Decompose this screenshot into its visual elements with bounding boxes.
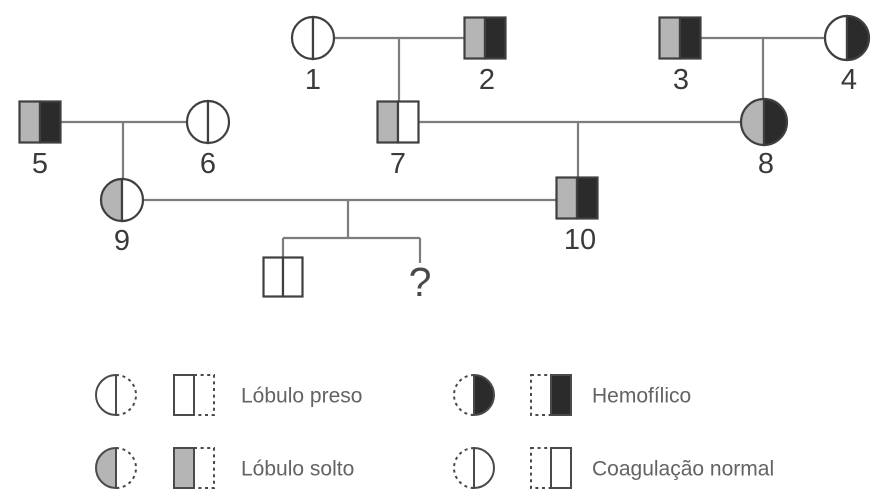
individual-4 (823, 14, 871, 62)
individual-1 (290, 15, 336, 61)
individual-number-3: 3 (673, 64, 689, 96)
individual-number-7: 7 (390, 148, 406, 180)
legend-item-hemofilico: Hemofílico (453, 373, 691, 417)
individual-6 (185, 99, 231, 145)
individual-2 (463, 16, 507, 60)
legend-label-coagulacao-normal: Coagulação normal (592, 458, 774, 481)
legend-item-lobulo-solto: Lóbulo solto (95, 446, 354, 490)
individual-number-2: 2 (479, 64, 495, 96)
individual-3 (658, 16, 702, 60)
individual-number-6: 6 (200, 148, 216, 180)
individual-number-9: 9 (114, 225, 130, 257)
legend-item-coagulacao-normal: Coagulação normal (453, 446, 774, 490)
legend-label-hemofilico: Hemofílico (592, 385, 691, 408)
legend-item-lobulo-preso: Lóbulo preso (95, 373, 362, 417)
legend-label-lobulo-solto: Lóbulo solto (241, 458, 354, 481)
legend-label-lobulo-preso: Lóbulo preso (241, 385, 362, 408)
individual-5 (18, 100, 62, 144)
unknown-offspring-marker: ? (409, 259, 432, 305)
individual-child (262, 256, 304, 298)
individual-7 (376, 100, 420, 144)
individual-number-1: 1 (305, 64, 321, 96)
individual-9 (99, 177, 145, 223)
individual-10 (555, 176, 599, 220)
individual-8 (739, 97, 789, 147)
individual-number-8: 8 (758, 148, 774, 180)
individual-number-5: 5 (32, 148, 48, 180)
individual-number-4: 4 (841, 64, 857, 96)
individual-number-10: 10 (564, 224, 596, 256)
